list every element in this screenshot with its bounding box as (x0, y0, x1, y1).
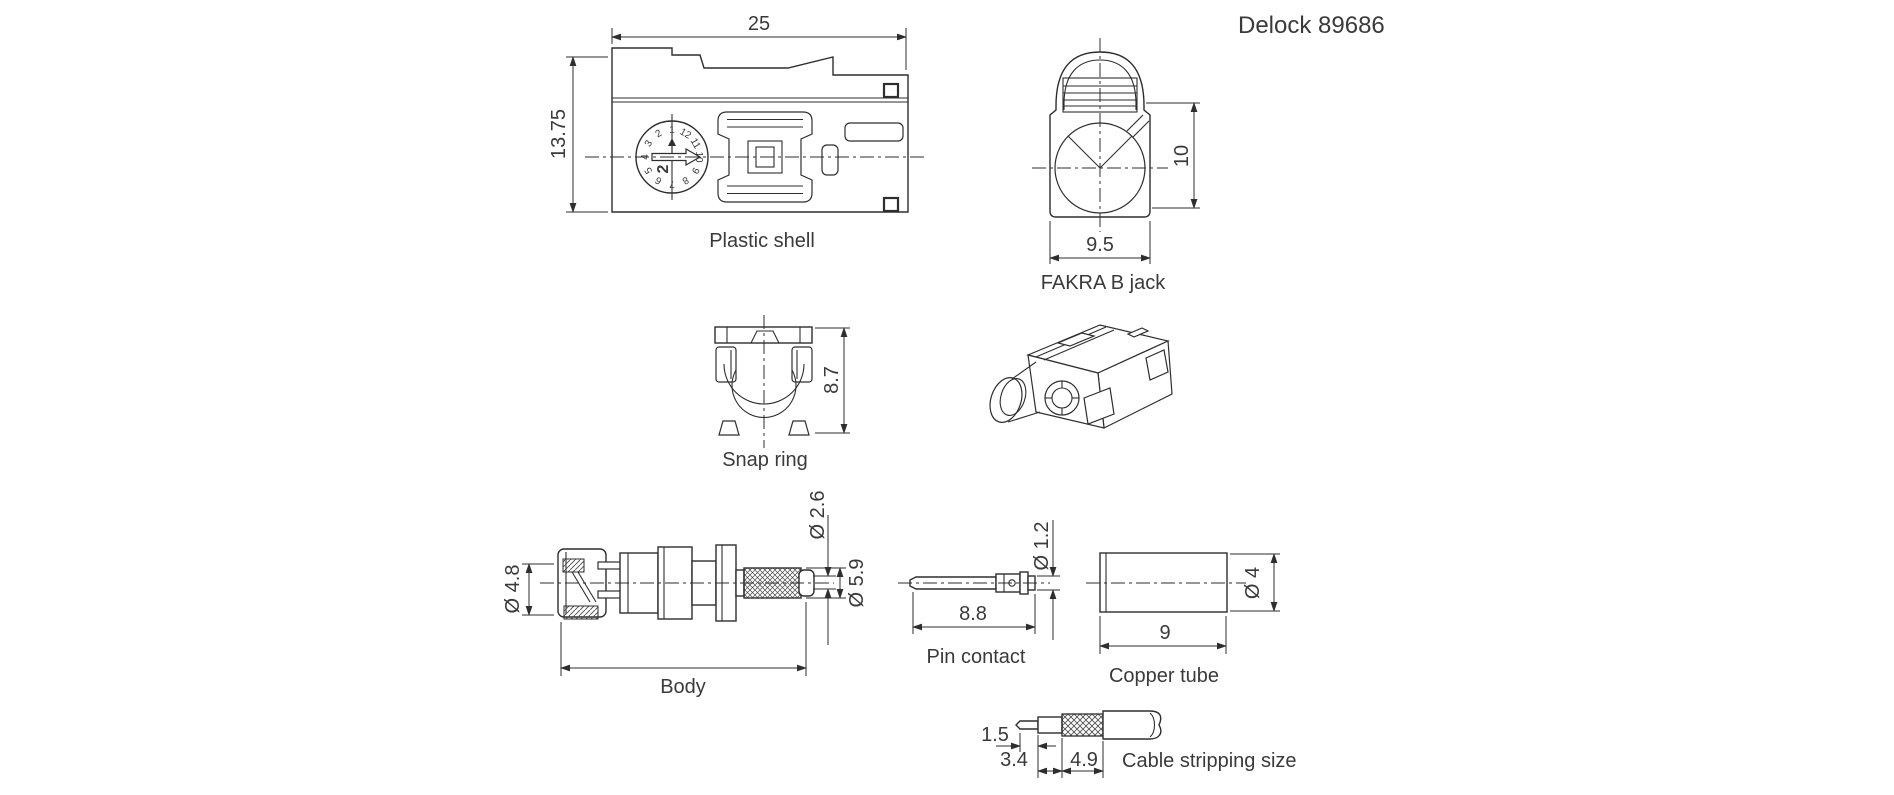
body-outer-dim: Ø 4.8 (502, 565, 524, 614)
shell-width-dim: 25 (748, 13, 770, 35)
cable-dielectric (1037, 716, 1063, 734)
snap-ring-view: 8.7 Snap ring (714, 315, 850, 471)
shell-height-dim: 13.75 (548, 109, 570, 159)
iso-clip-window (1083, 387, 1115, 425)
dial-number-9: 9 (689, 165, 702, 176)
drawing-title: Delock 89686 (1238, 12, 1385, 39)
dial-number-12: 12 (678, 126, 694, 141)
iso-top-tab (1056, 332, 1096, 347)
snap-ring-height-dim: 8.7 (821, 366, 843, 394)
body-knurl-dim: Ø 5.9 (846, 559, 868, 608)
copper-tube-diameter-dim: Ø 4 (1242, 567, 1264, 599)
pin-contact-label: Pin contact (927, 646, 1026, 668)
cable-braid (1061, 713, 1104, 737)
pin-diameter-dim: Ø 1.2 (1031, 522, 1053, 571)
iso-barrel (989, 377, 1023, 423)
cable-stripping-view: 1.5 3.4 4.9 Cable stripping size (981, 710, 1297, 778)
dial-pointer-arrow (651, 147, 702, 167)
shell-pad-bottom (882, 196, 900, 213)
dial-number-6: 6 (653, 174, 664, 187)
plastic-shell-label: Plastic shell (709, 230, 815, 252)
snap-ring-foot-right (788, 420, 810, 436)
dial-number-5: 5 (643, 165, 656, 176)
shell-slot (844, 122, 904, 142)
copper-tube-label: Copper tube (1109, 665, 1219, 687)
cable-stripping-label: Cable stripping size (1122, 750, 1297, 772)
copper-tube-length-dim: 9 (1159, 622, 1170, 644)
shell-pad-top (882, 82, 900, 99)
isometric-3d-view (989, 324, 1173, 429)
body-label: Body (660, 676, 706, 698)
copper-tube-view: Ø 4 9 Copper tube (1086, 552, 1280, 687)
dial-number-1: 1 (669, 125, 675, 136)
body-view: Ø 4.8 Ø 2.6 Ø 5.9 Body (502, 491, 868, 698)
fakra-jack-view: 10 9.5 FAKRA B jack (1032, 38, 1200, 294)
cable-braid-dim: 4.9 (1070, 749, 1098, 771)
pin-contact-view: Ø 1.2 8.8 Pin contact (898, 520, 1060, 668)
dial-number-3: 3 (643, 138, 656, 149)
fakra-width-dim: 9.5 (1086, 234, 1114, 256)
cable-tip-dim: 1.5 (981, 724, 1009, 746)
body-inner-dim: Ø 2.6 (807, 491, 829, 540)
plastic-shell-view: 1 2 3 4 5 6 7 8 9 10 11 12 2 25 13.75 Pl… (548, 13, 925, 252)
snap-ring-foot-left (718, 420, 740, 436)
iso-top-slot (1126, 327, 1150, 338)
iso-side-slot (1145, 349, 1169, 381)
cable-dielectric-dim: 3.4 (1000, 749, 1028, 771)
dial-number-7: 7 (669, 178, 675, 189)
dial-number-2: 2 (654, 128, 665, 141)
body-hatch-bottom (563, 605, 599, 620)
fakra-jack-label: FAKRA B jack (1041, 272, 1166, 294)
dial-number-8: 8 (680, 174, 691, 187)
dial-value: 2 (655, 164, 672, 173)
cable-jacket (1102, 710, 1162, 740)
body-hatch-top (562, 558, 585, 573)
fakra-height-dim: 10 (1171, 145, 1193, 167)
fakra-spring (1062, 77, 1138, 113)
pin-length-dim: 8.8 (959, 603, 987, 625)
cable-inner-wire (1015, 720, 1039, 730)
snap-ring-label: Snap ring (722, 449, 808, 471)
rotary-dial: 1 2 3 4 5 6 7 8 9 10 11 12 2 (635, 114, 709, 200)
dial-up-arrow (668, 138, 676, 146)
